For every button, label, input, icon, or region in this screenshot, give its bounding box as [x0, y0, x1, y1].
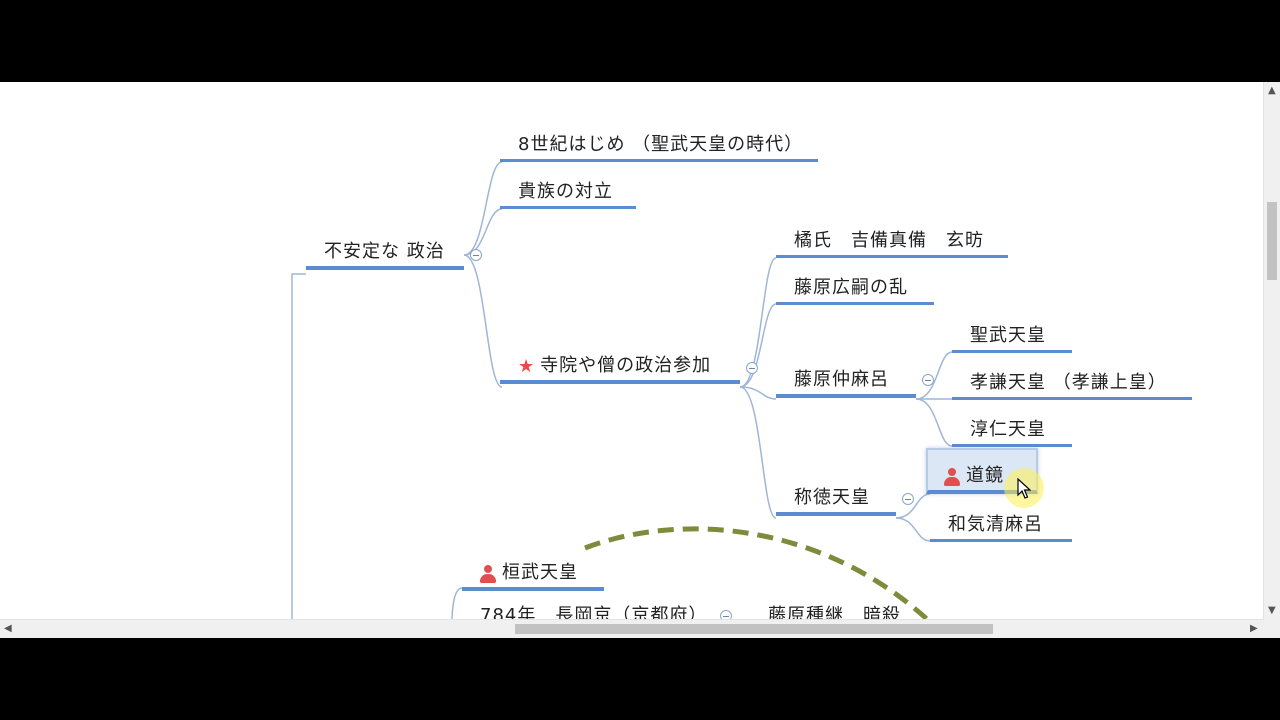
- person-icon: [944, 468, 960, 486]
- horizontal-scrollbar[interactable]: ◀ ▶: [0, 619, 1264, 638]
- node-koken[interactable]: 孝謙天皇 （孝謙上皇）: [952, 372, 1192, 400]
- node-nobles-conflict[interactable]: 貴族の対立: [500, 181, 636, 209]
- node-nakamaro[interactable]: 藤原仲麻呂: [776, 369, 916, 398]
- person-icon: [480, 565, 496, 583]
- collapse-icon[interactable]: [720, 610, 732, 620]
- node-shomu[interactable]: 聖武天皇: [952, 325, 1072, 353]
- node-label: 和気清麻呂: [948, 514, 1043, 535]
- node-junnin[interactable]: 淳仁天皇: [952, 419, 1072, 447]
- node-wake[interactable]: 和気清麻呂: [930, 514, 1072, 542]
- node-label: 聖武天皇: [970, 325, 1046, 346]
- vertical-scroll-thumb[interactable]: [1267, 202, 1277, 280]
- node-label: 寺院や僧の政治参加: [540, 355, 712, 376]
- node-instability[interactable]: 不安定な 政治: [306, 241, 464, 270]
- node-label: 桓武天皇: [502, 562, 578, 583]
- node-label: 称徳天皇: [794, 487, 870, 508]
- scroll-up-icon[interactable]: ▲: [1268, 85, 1276, 96]
- scroll-right-icon[interactable]: ▶: [1250, 623, 1258, 634]
- node-hirotsugu[interactable]: 藤原広嗣の乱: [776, 277, 934, 305]
- star-icon: ★: [518, 356, 535, 377]
- node-nagaoka[interactable]: 784年 長岡京（京都府）: [462, 602, 712, 620]
- collapse-icon[interactable]: [470, 249, 482, 261]
- node-label: 不安定な 政治: [324, 241, 445, 262]
- node-label: 道鏡: [966, 465, 1004, 486]
- node-tanetsugu[interactable]: 藤原種継 暗殺: [750, 602, 930, 620]
- vertical-scrollbar[interactable]: ▲ ▼: [1263, 82, 1280, 620]
- scrollbar-corner: [1264, 620, 1280, 638]
- scroll-down-icon[interactable]: ▼: [1268, 605, 1276, 616]
- node-tachibana[interactable]: 橘氏 吉備真備 玄昉: [776, 230, 1008, 258]
- node-temples-politics[interactable]: ★ 寺院や僧の政治参加: [500, 355, 740, 384]
- node-shotoku[interactable]: 称徳天皇: [776, 487, 896, 516]
- collapse-icon[interactable]: [922, 374, 934, 386]
- mindmap-canvas[interactable]: 不安定な 政治 8世紀はじめ （聖武天皇の時代） 貴族の対立 ★ 寺院や僧の政治…: [0, 82, 1264, 620]
- node-label: 藤原種継 暗殺: [768, 605, 901, 620]
- node-label: 貴族の対立: [518, 181, 613, 202]
- collapse-icon[interactable]: [746, 362, 758, 374]
- node-label: 孝謙天皇 （孝謙上皇）: [970, 372, 1167, 393]
- horizontal-scroll-thumb[interactable]: [515, 624, 993, 634]
- node-label: 藤原仲麻呂: [794, 369, 889, 390]
- node-label: 淳仁天皇: [970, 419, 1046, 440]
- node-8th-century[interactable]: 8世紀はじめ （聖武天皇の時代）: [500, 134, 818, 162]
- collapse-icon[interactable]: [902, 493, 914, 505]
- node-label: 藤原広嗣の乱: [794, 277, 908, 298]
- node-kanmu[interactable]: 桓武天皇: [462, 562, 604, 591]
- node-label: 8世紀はじめ （聖武天皇の時代）: [518, 134, 804, 155]
- scroll-left-icon[interactable]: ◀: [4, 623, 12, 634]
- node-label: 784年 長岡京（京都府）: [480, 605, 708, 620]
- mouse-cursor-icon: [1017, 478, 1031, 499]
- node-label: 橘氏 吉備真備 玄昉: [794, 230, 984, 251]
- mindmap-viewport: 不安定な 政治 8世紀はじめ （聖武天皇の時代） 貴族の対立 ★ 寺院や僧の政治…: [0, 82, 1280, 638]
